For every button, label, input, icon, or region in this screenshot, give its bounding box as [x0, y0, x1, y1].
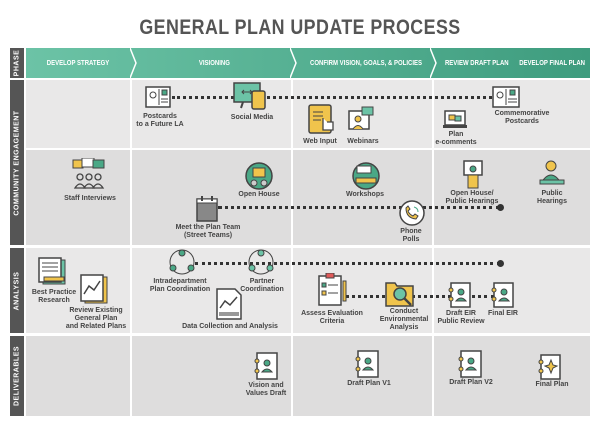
chevron-divider: [290, 48, 297, 78]
phase-confirm-vision: CONFIRM VISION, GOALS, & POLICIES: [296, 48, 430, 78]
chevron-divider: [430, 48, 437, 78]
phase-label: VISIONING: [198, 58, 230, 67]
label-plan-ecomments: Plan e-comments: [435, 131, 477, 146]
label-public-hearings: Public Hearings: [537, 190, 567, 205]
draft-plan-v1-binder-icon: [355, 350, 379, 378]
timeline-connector: [345, 295, 495, 298]
grid-cell: [26, 336, 130, 416]
label-web-input: Web Input: [303, 138, 337, 145]
web-input-icon: [308, 104, 334, 134]
research-document-icon: [38, 257, 66, 285]
laptop-comment-icon: [443, 110, 467, 128]
label-data-collection: Data Collection and Analysis: [182, 323, 278, 330]
row-label-text: PHASE: [13, 49, 21, 77]
data-chart-icon: [216, 288, 242, 320]
label-meet-plan-team: Meet the Plan Team (Street Teams): [175, 224, 241, 239]
row-label-deliverables: DELIVERABLES: [10, 336, 24, 416]
final-plan-binder-icon: [538, 354, 561, 380]
evaluation-clipboard-icon: [318, 273, 347, 306]
grid-cell: [26, 80, 130, 148]
label-open-house-public-hearings: Open House/ Public Hearings: [445, 190, 499, 205]
label-draft-plan-v2: Draft Plan V2: [449, 379, 493, 386]
timeline-end-dot: [497, 204, 504, 211]
label-final-eir: Final EIR: [488, 310, 518, 317]
grid-cell: [434, 150, 590, 245]
label-draft-eir: Draft EIR Public Review: [437, 310, 485, 325]
row-label-text: DELIVERABLES: [13, 345, 21, 407]
label-final-plan: Final Plan: [535, 381, 569, 388]
chevron-divider: [130, 48, 137, 78]
webinar-icon: [348, 106, 374, 130]
label-open-house: Open House: [238, 191, 280, 198]
timeline-connector: [195, 262, 500, 265]
label-review-existing: Review Existing General Plan and Related…: [65, 307, 127, 330]
review-plan-chart-icon: [80, 274, 108, 304]
timeline-connector: [218, 206, 500, 209]
label-draft-plan-v1: Draft Plan V1: [347, 380, 391, 387]
phase-label: CONFIRM VISION, GOALS, & POLICIES: [310, 58, 423, 67]
row-label-text: ANALYSIS: [13, 271, 21, 310]
social-media-icon: [233, 82, 266, 110]
label-commemorative-postcards: Commemorative Postcards: [494, 110, 550, 125]
phase-develop-final: DEVELOP FINAL PLAN: [511, 48, 590, 78]
workshop-icon: [352, 162, 380, 190]
postcard-icon: [145, 86, 171, 108]
phase-review-draft: REVIEW DRAFT PLAN: [437, 48, 509, 78]
label-postcards: Postcards to a Future LA: [136, 113, 184, 128]
diagram-title: GENERAL PLAN UPDATE PROCESS: [139, 16, 461, 39]
podium-icon: [463, 160, 483, 189]
label-webinars: Webinars: [347, 138, 379, 145]
timeline-end-dot: [497, 260, 504, 267]
environmental-analysis-icon: [385, 282, 414, 307]
label-best-practice: Best Practice Research: [31, 289, 77, 304]
timeline-connector: [172, 96, 492, 99]
phase-visioning: VISIONING: [138, 48, 290, 78]
phase-label: DEVELOP FINAL PLAN: [519, 58, 586, 67]
phase-label: DEVELOP STRATEGY: [46, 58, 110, 67]
label-partner-coordination: Partner Coordination: [240, 278, 284, 293]
final-eir-binder-icon: [491, 282, 514, 308]
row-label-text: COMMUNITY ENGAGEMENT: [13, 109, 21, 216]
calendar-icon: [196, 196, 218, 222]
draft-eir-binder-icon: [448, 282, 471, 308]
phase-bar: [26, 48, 590, 78]
phase-develop-strategy: DEVELOP STRATEGY: [26, 48, 130, 78]
vision-draft-binder-icon: [254, 352, 278, 380]
public-speaker-icon: [539, 160, 565, 185]
label-assess-criteria: Assess Evaluation Criteria: [301, 310, 363, 325]
row-label-analysis: ANALYSIS: [10, 248, 24, 333]
label-workshops: Workshops: [346, 191, 384, 198]
staff-interviews-icon: [72, 158, 105, 189]
label-staff-interviews: Staff Interviews: [64, 195, 116, 202]
commemorative-postcard-icon: [492, 86, 520, 108]
row-label-phase: PHASE: [10, 48, 24, 78]
row-label-community: COMMUNITY ENGAGEMENT: [10, 80, 24, 245]
label-phone-polls: Phone Polls: [400, 228, 422, 243]
grid-cell: [434, 336, 590, 416]
label-intradepartment: Intradepartment Plan Coordination: [149, 278, 211, 293]
label-conduct-environmental: Conduct Environmental Analysis: [379, 308, 429, 331]
phase-label: REVIEW DRAFT PLAN: [444, 58, 509, 67]
intradepartment-coordination-icon: [169, 249, 195, 275]
label-vision-values-draft: Vision and Values Draft: [245, 382, 287, 397]
open-house-icon: [245, 162, 273, 190]
phone-icon: [399, 200, 425, 226]
partner-coordination-icon: [248, 249, 274, 275]
label-social-media: Social Media: [230, 114, 274, 121]
draft-plan-v2-binder-icon: [458, 350, 482, 378]
